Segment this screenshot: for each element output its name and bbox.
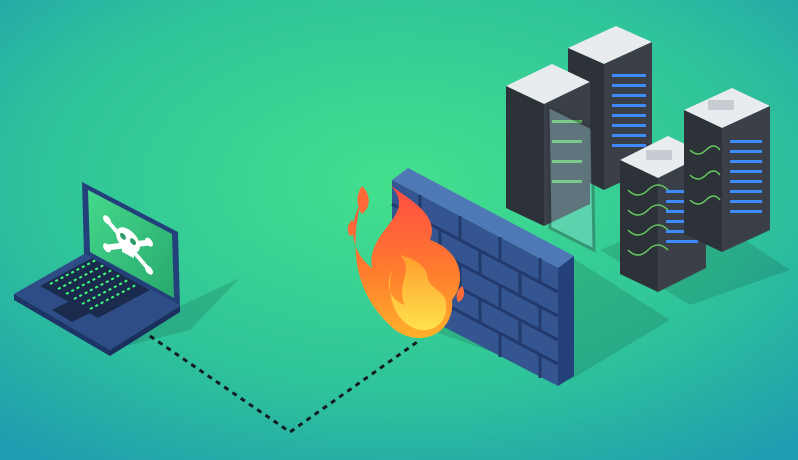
brick-wall-icon — [391, 168, 574, 386]
keyboard — [40, 258, 150, 318]
fire-icon — [347, 185, 465, 339]
server-rack-icon — [506, 26, 770, 292]
trackpad — [52, 300, 92, 322]
skull-crossbones-icon — [103, 215, 153, 275]
keyboard-keys — [49, 259, 137, 310]
laptop-icon — [14, 182, 240, 356]
